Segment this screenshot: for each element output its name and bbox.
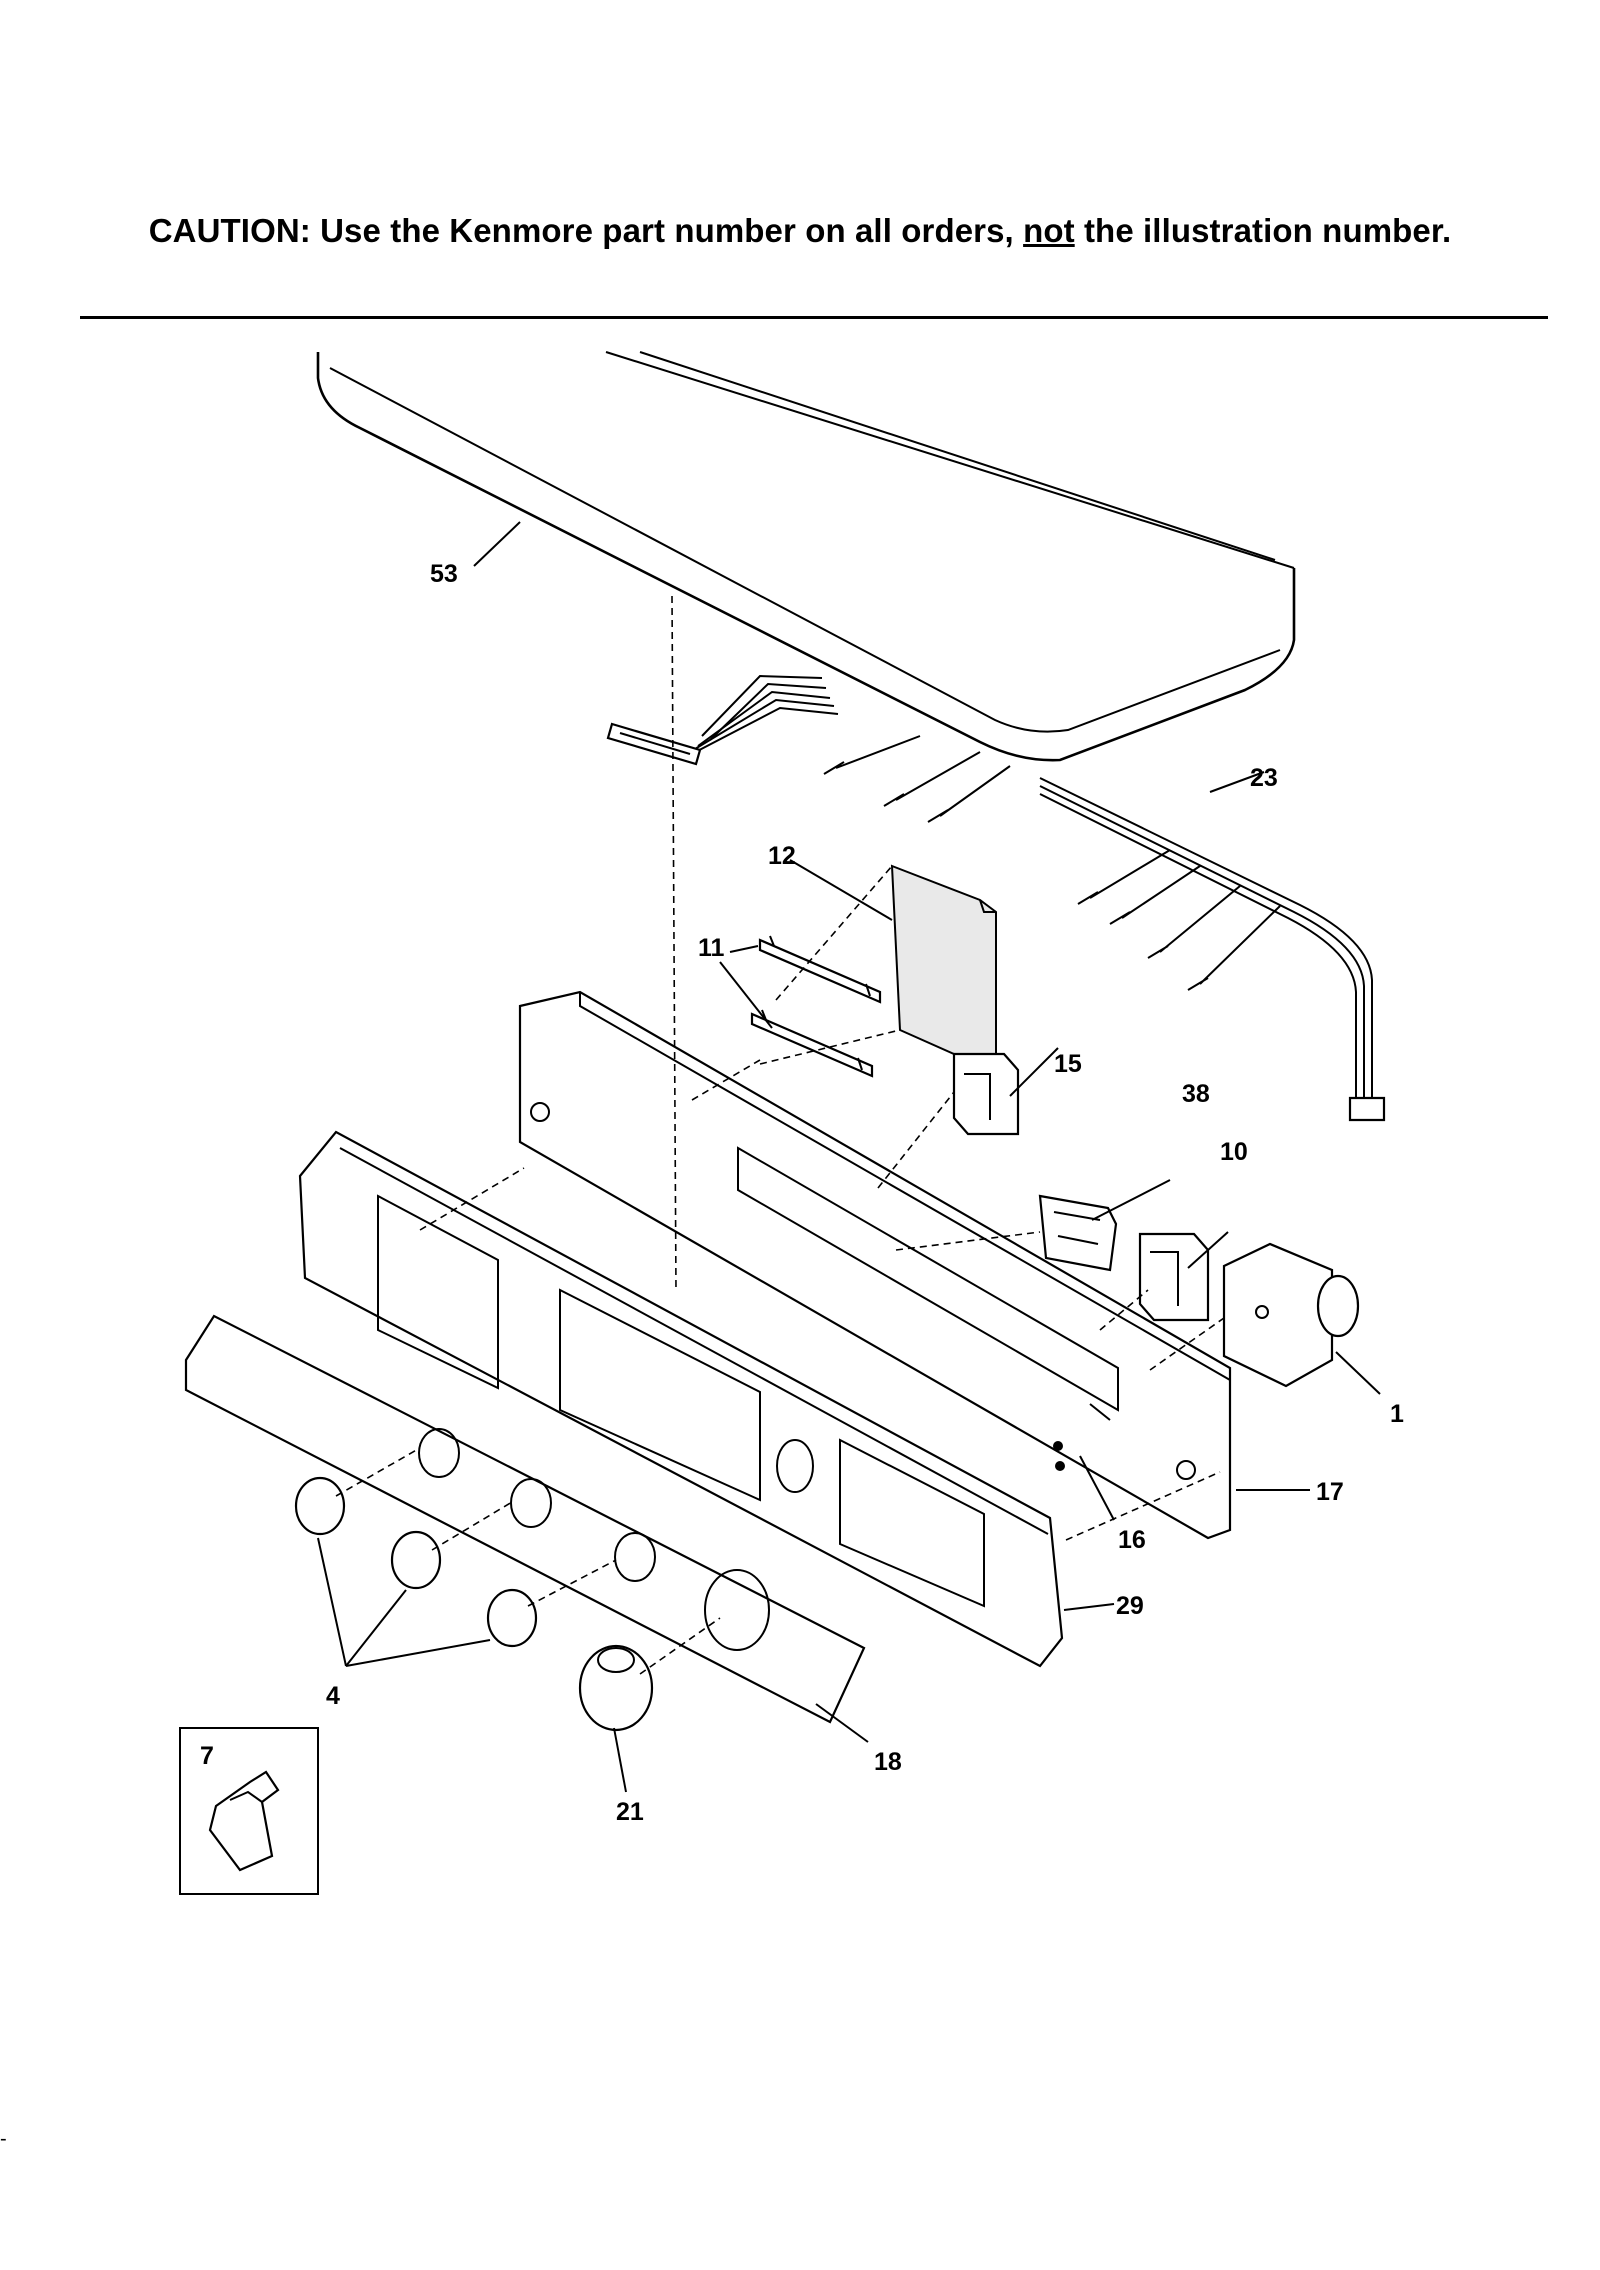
caution-emphasis: not [1023,212,1075,249]
callout-7: 7 [200,1742,214,1770]
callout-53: 53 [430,560,458,588]
part-16-screws [1053,1403,1111,1471]
part-12-circuit-board [890,864,997,1072]
part-10-switch [1138,1232,1210,1322]
header-rule [80,316,1548,319]
callout-1: 1 [1390,1400,1404,1428]
callout-17: 17 [1316,1478,1344,1506]
part-15-switch [952,1052,1020,1136]
callout-21: 21 [616,1798,644,1826]
leader-lines [317,521,1381,1793]
callout-29: 29 [1116,1592,1144,1620]
part-17-control-mount [518,990,1232,1540]
edge-mark: - [0,2128,7,2150]
callout-10: 10 [1220,1138,1248,1166]
caution-text-suffix: the illustration number. [1074,212,1452,249]
caution-notice: CAUTION: Use the Kenmore part number on … [0,212,1600,250]
callout-11: 11 [698,934,725,962]
part-7-inset: 7 [179,1727,319,1895]
part-38-switch [1038,1194,1118,1272]
part-11-brackets [750,935,882,1078]
callout-18: 18 [874,1748,902,1776]
callout-38: 38 [1182,1080,1210,1108]
part-18-overlay [184,1314,866,1724]
callout-12: 12 [768,842,796,870]
wire-harness-connector [606,674,839,766]
part-4-knobs [294,1476,538,1648]
part-1-timer [1222,1242,1360,1388]
callout-15: 15 [1054,1050,1082,1078]
assembly-lines [335,595,1225,1675]
callout-4: 4 [326,1682,340,1710]
callout-23: 23 [1250,764,1278,792]
part-23-wire-harness [823,735,1386,1122]
caution-text-prefix: CAUTION: Use the Kenmore part number on … [148,212,1024,249]
part-29-control-panel [298,1130,1064,1668]
part-53-top-panel [316,351,1296,762]
callout-16: 16 [1118,1526,1146,1554]
part-21-knob [578,1644,654,1732]
